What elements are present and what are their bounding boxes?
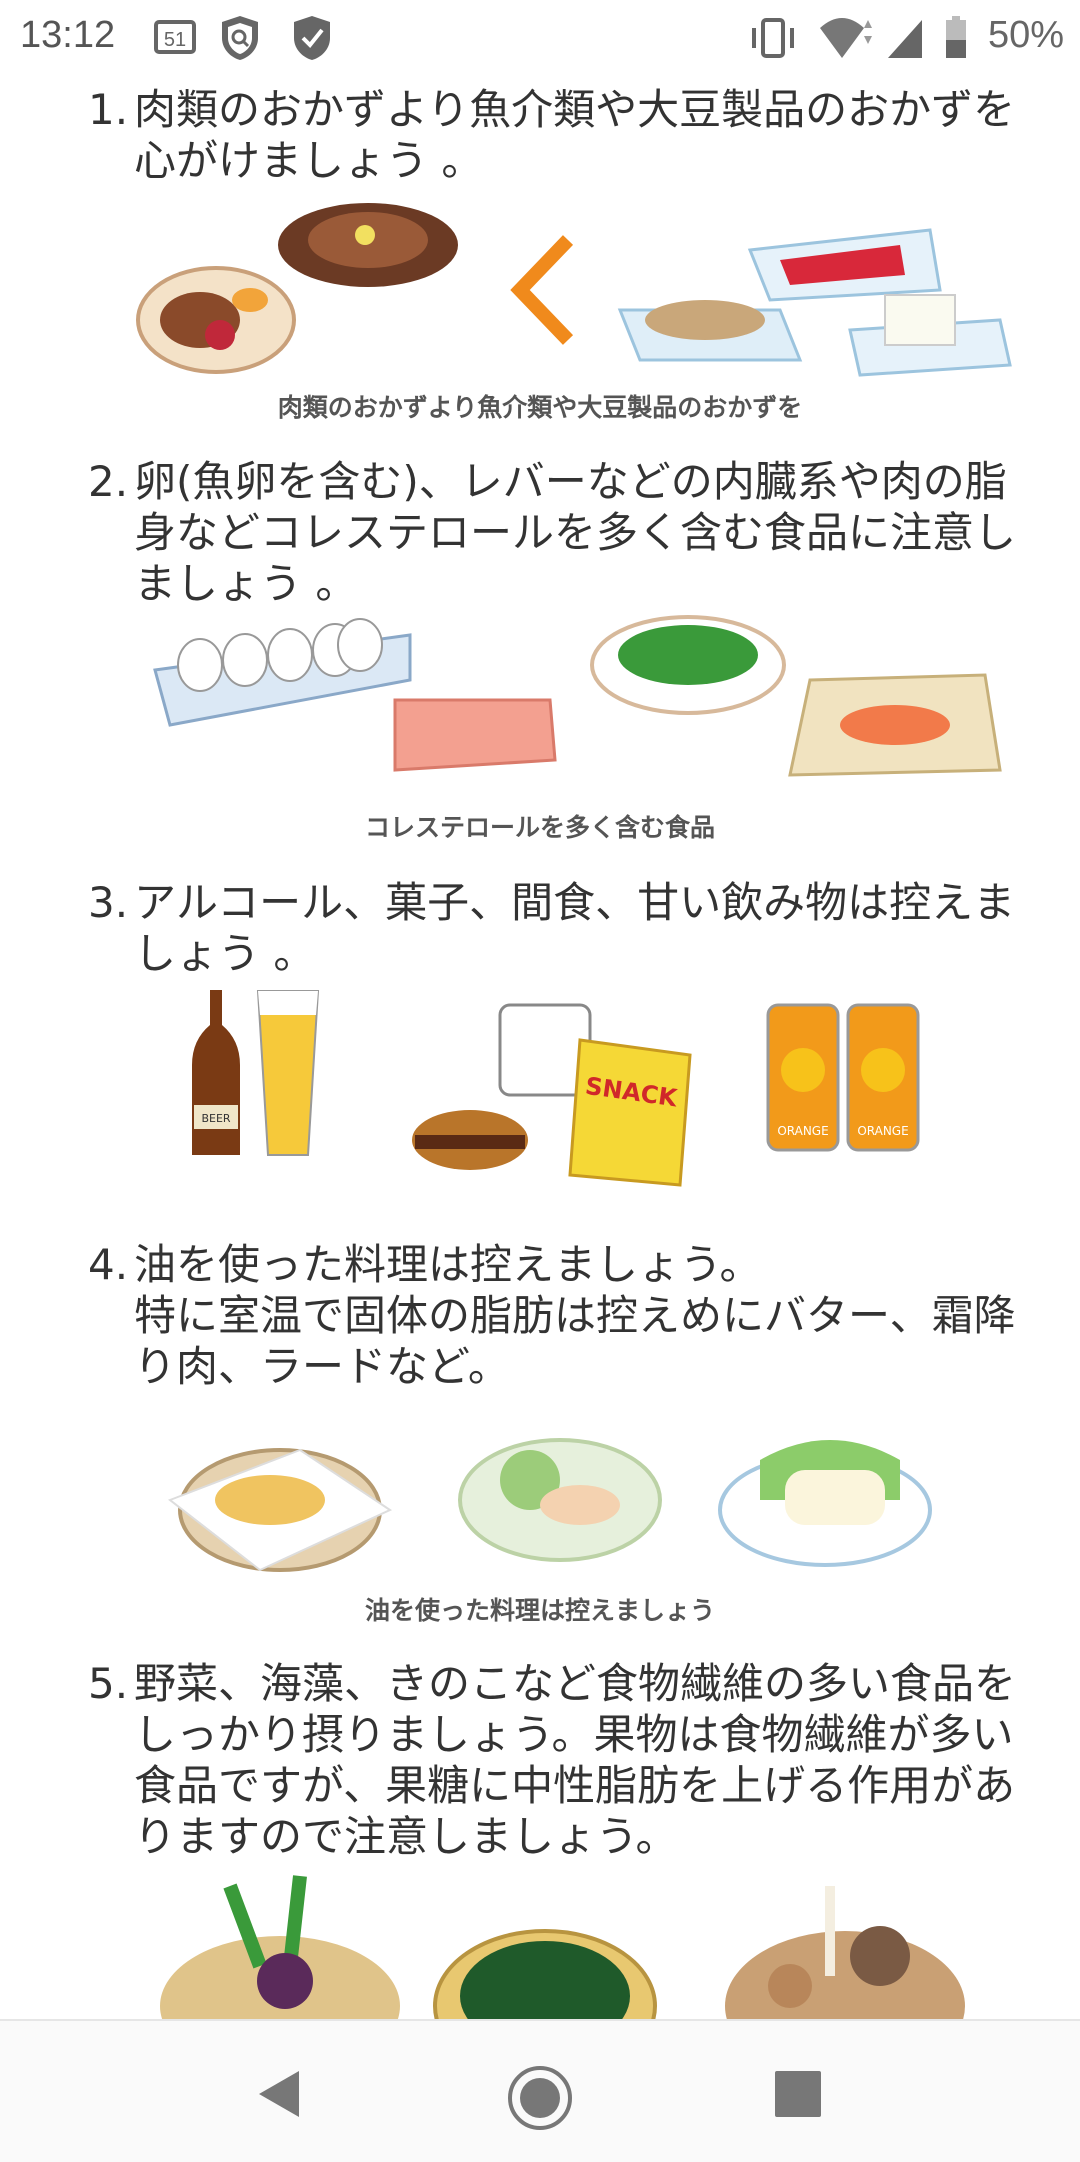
item-text: 油を使った料理は控えましょう。 特に室温で固体の脂肪は控えめにバター、霜降 り肉… <box>134 1239 1016 1392</box>
home-button[interactable] <box>506 2064 574 2132</box>
shield-search-icon <box>222 16 258 60</box>
notification-badge: 51 <box>164 29 186 51</box>
text-line: 野菜、海藻、きのこなど食物繊維の多い食品を <box>134 1659 1017 1708</box>
battery-percent: 50% <box>987 14 1064 56</box>
cholesterol-foods-illustration <box>153 615 1002 777</box>
item-number: 2. <box>88 457 129 506</box>
wifi-icon <box>820 18 872 58</box>
calendar-icon: 51 <box>154 20 196 54</box>
text-line: 油を使った料理は控えましょう。 <box>134 1240 762 1289</box>
text-line: 肉類のおかずより魚介類や大豆製品のおかずを <box>134 85 1016 134</box>
item-number: 1. <box>88 85 129 134</box>
item-number: 4. <box>88 1240 129 1289</box>
text-line: アルコール、菓子、間食、甘い飲み物は控えま <box>134 878 1016 927</box>
text-line: 身などコレステロールを多く含む食品に注意し <box>134 508 1017 557</box>
back-button[interactable] <box>255 2069 303 2119</box>
text-line: 食品ですが、果糖に中性脂肪を上げる作用があ <box>134 1761 1016 1810</box>
shield-check-icon <box>294 16 330 60</box>
fiber-foods-illustration <box>160 1875 965 2019</box>
item-text: 肉類のおかずより魚介類や大豆製品のおかずを 心がけましょう 。 <box>134 84 1015 186</box>
caption: 肉類のおかずより魚介類や大豆製品のおかずを <box>277 393 803 422</box>
fried-foods-illustration <box>167 1438 932 1572</box>
status-time: 13:12 <box>20 14 116 56</box>
text-line: 卵(魚卵を含む)、レバーなどの内臓系や肉の脂 <box>134 457 1007 506</box>
text-line: りますので注意しましょう。 <box>134 1812 678 1861</box>
beer-label: BEER <box>201 1112 230 1125</box>
caption: コレステロールを多く含む食品 <box>364 813 715 842</box>
text-line: り肉、ラードなど。 <box>134 1342 510 1391</box>
orange-label: ORANGE <box>857 1124 908 1138</box>
caption: 油を使った料理は控えましょう <box>364 1596 715 1625</box>
recents-button[interactable] <box>775 2071 821 2117</box>
battery-icon <box>946 16 966 58</box>
orange-can: ORANGE <box>846 1003 920 1152</box>
signal-icon <box>888 20 922 58</box>
text-line: しょう 。 <box>134 929 316 978</box>
navigation-bar <box>0 2019 1080 2162</box>
fish-vs-meat-illustration <box>136 203 1012 377</box>
orange-can: ORANGE <box>766 1003 840 1152</box>
status-bar: 13:12 51 50% <box>0 0 1080 76</box>
text-line: 心がけましょう 。 <box>134 136 484 185</box>
item-text: 卵(魚卵を含む)、レバーなどの内臓系や肉の脂 身などコレステロールを多く含む食品… <box>134 456 1016 609</box>
item-text: 野菜、海藻、きのこなど食物繊維の多い食品を しっかり摂りましょう。果物は食物繊維… <box>134 1658 1016 1862</box>
less-than-arrow-icon <box>510 235 574 345</box>
vibrate-icon <box>752 18 794 58</box>
text-line: しっかり摂りましょう。果物は食物繊維が多い <box>134 1710 1014 1759</box>
alcohol-snacks-illustration: BEER SNACK ORANGE ORANGE <box>192 990 920 1187</box>
item-number: 3. <box>88 878 129 927</box>
item-text: アルコール、菓子、間食、甘い飲み物は控えま しょう 。 <box>134 877 1015 979</box>
item-number: 5. <box>88 1659 129 1708</box>
text-line: ましょう 。 <box>134 559 358 608</box>
text-line: 特に室温で固体の脂肪は控えめにバター、霜降 <box>134 1291 1016 1340</box>
orange-label: ORANGE <box>777 1124 828 1138</box>
